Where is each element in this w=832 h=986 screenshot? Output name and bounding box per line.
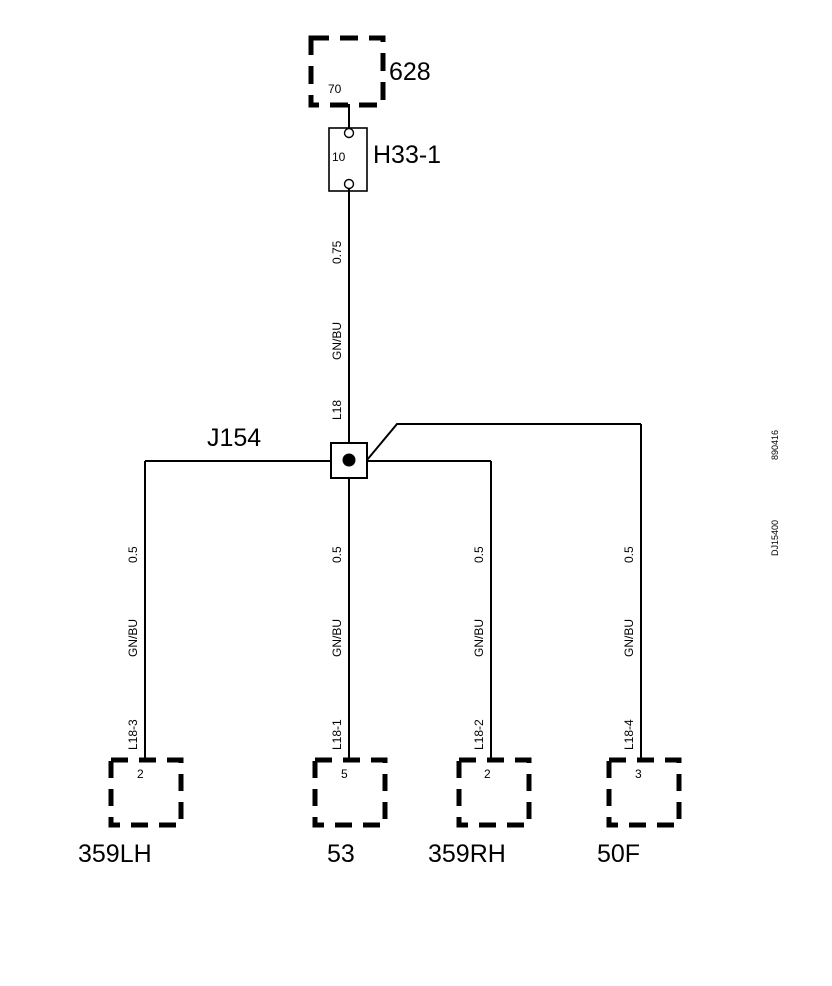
branch-circuit: L18-2	[472, 719, 486, 750]
source-connector-pin: 70	[328, 82, 342, 96]
branch-connector-box	[108, 757, 184, 828]
branch-circuit: L18-3	[126, 719, 140, 750]
branch-circuit: L18-1	[330, 719, 344, 750]
branch-gauge: 0.5	[126, 546, 140, 563]
main-wire-gauge: 0.75	[330, 240, 344, 264]
branch-connector-id: 359RH	[428, 840, 506, 868]
main-wire-color: GN/BU	[330, 322, 344, 360]
branch-pin: 2	[484, 767, 491, 781]
branch-connector-box	[456, 757, 532, 828]
fuse-rating: 10	[332, 150, 346, 164]
branch-connector-box	[606, 757, 682, 828]
source-connector-id: 628	[389, 58, 431, 86]
branch-gauge: 0.5	[330, 546, 344, 563]
branch-connector-box	[312, 757, 388, 828]
branch-gauge: 0.5	[622, 546, 636, 563]
main-wire-circuit: L18	[330, 400, 344, 420]
fuse-terminal-bottom	[343, 178, 355, 190]
branch-circuit: L18-4	[622, 719, 636, 750]
splice-dot	[342, 453, 356, 467]
fuse-h33-1: 10 H33-1	[328, 127, 441, 192]
branch-color: GN/BU	[126, 619, 140, 657]
branch-pin: 3	[635, 767, 642, 781]
branch-connector-id: 359LH	[78, 840, 152, 868]
splice-j154: J154	[207, 424, 368, 479]
branch-pin: 5	[341, 767, 348, 781]
branch-connector-id: 53	[327, 840, 355, 868]
fuse-terminal-top	[343, 127, 355, 139]
branch-pin: 2	[137, 767, 144, 781]
side-code-bottom: DJ15400	[770, 520, 780, 556]
branch-color: GN/BU	[622, 619, 636, 657]
branch-color: GN/BU	[472, 619, 486, 657]
branch-50f: 0.5 GN/BU L18-4 3 50F	[597, 424, 682, 868]
branch-connector-id: 50F	[597, 840, 640, 868]
branch-color: GN/BU	[330, 619, 344, 657]
branch-359rh: 0.5 GN/BU L18-2 2 359RH	[428, 461, 532, 868]
splice-id: J154	[207, 424, 261, 452]
side-code-top: 890416	[770, 430, 780, 460]
fuse-id: H33-1	[373, 141, 441, 169]
bus-far-right	[366, 423, 641, 461]
branch-53: 0.5 GN/BU L18-1 5 53	[312, 478, 388, 868]
branch-359lh: 0.5 GN/BU L18-3 2 359LH	[78, 461, 184, 868]
branch-gauge: 0.5	[472, 546, 486, 563]
source-connector-box	[308, 35, 386, 108]
source-connector-628: 70 628	[308, 35, 431, 108]
